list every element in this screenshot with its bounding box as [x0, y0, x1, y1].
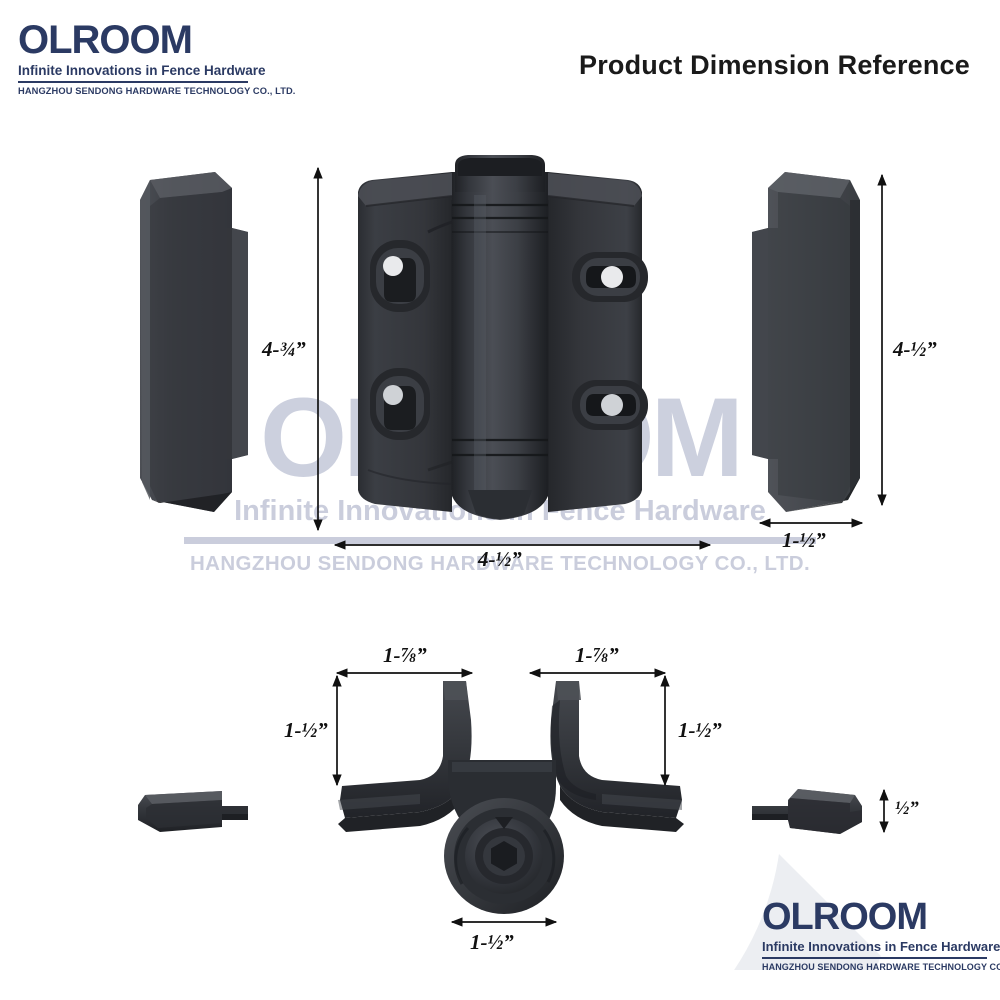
brand-wordmark-footer: OLROOM — [762, 898, 987, 936]
dimension-label-plan-leaf-right: 1-⅞” — [575, 643, 619, 667]
bottom-right-edge-view — [752, 789, 862, 834]
background-bottom-white-band — [0, 970, 1000, 1000]
brand-wordmark: OLROOM — [18, 20, 248, 60]
top-plan-view — [338, 681, 684, 914]
dimension-label-plan-depth-right: 1-½” — [678, 718, 722, 742]
brand-divider-footer — [762, 957, 987, 959]
right-side-view — [752, 172, 860, 512]
dimension-label-front-height: 4-¾” — [262, 337, 306, 361]
dimension-label-plan-leaf-left: 1-⅞” — [383, 643, 427, 667]
screw-slot-upper-left — [370, 240, 430, 312]
page-title: Product Dimension Reference — [579, 50, 970, 80]
dimension-label-barrel-width: 1-½” — [470, 930, 514, 954]
dimension-label-side-height: 4-½” — [893, 337, 937, 361]
bottom-left-edge-view — [138, 791, 248, 832]
dimension-label-side-depth: 1-½” — [782, 528, 826, 552]
dimension-label-edge-thickness: ½” — [895, 798, 919, 819]
front-view — [358, 155, 648, 520]
screw-slot-lower-left — [370, 368, 430, 440]
brand-tagline: Infinite Innovations in Fence Hardware — [18, 63, 266, 78]
brand-wordmark-footer-text: OLROOM — [762, 896, 928, 938]
brand-wordmark-text: OLROOM — [18, 18, 193, 62]
left-side-view — [140, 172, 248, 512]
dimension-label-front-width: 4-½” — [478, 547, 522, 571]
adjustment-hub — [444, 798, 564, 914]
brand-tagline-footer: Infinite Innovations in Fence Hardware — [762, 939, 1000, 954]
brand-logo-header: OLROOM Infinite Innovations in Fence Har… — [18, 20, 296, 96]
brand-divider — [18, 81, 248, 83]
dimension-label-plan-depth-left: 1-½” — [284, 718, 328, 742]
brand-company: HANGZHOU SENDONG HARDWARE TECHNOLOGY CO.… — [18, 86, 296, 96]
screw-slot-lower-right — [572, 380, 648, 430]
screw-slot-upper-right — [572, 252, 648, 302]
brand-company-footer: HANGZHOU SENDONG HARDWARE TECHNOLOGY CO.… — [762, 962, 1000, 972]
brand-logo-footer: OLROOM Infinite Innovations in Fence Har… — [762, 898, 1000, 972]
